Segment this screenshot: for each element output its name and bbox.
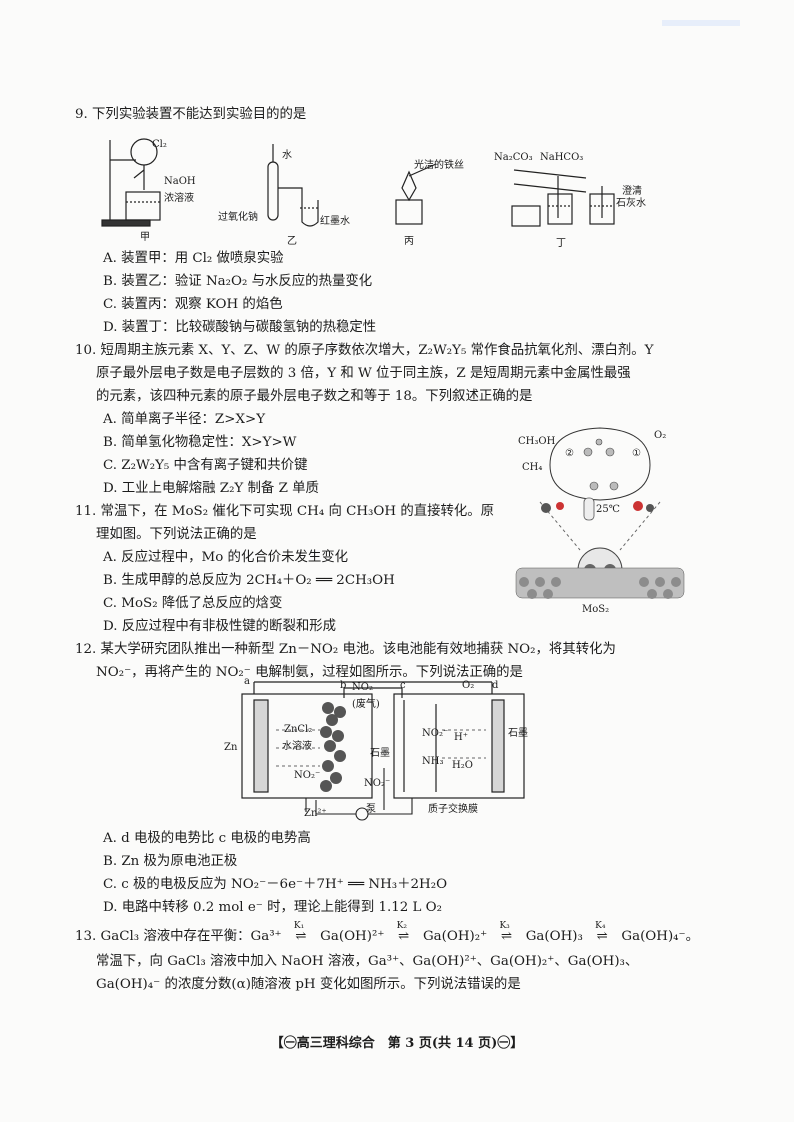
q9-caption-yi: 乙: [287, 236, 297, 247]
q12-label-zn2plus: Zn²⁺: [304, 808, 327, 819]
q11-label-temp: 25℃: [596, 504, 620, 515]
q12-label-h2o: H₂O: [452, 760, 473, 771]
q11-option-b: B. 生成甲醇的总反应为 2CH₄＋O₂ ══ 2CH₃OH: [103, 573, 395, 588]
q9-label-na2co3: Na₂CO₃: [494, 152, 533, 163]
q12-label-nh3: NH₃: [422, 756, 444, 767]
q9-caption-bing: 丙: [404, 236, 414, 247]
q9-label-limewater-2: 石灰水: [616, 198, 646, 209]
q11-option-a: A. 反应过程中，Mo 的化合价未发生变化: [103, 550, 349, 565]
q13-constant-k2: K₂: [396, 921, 408, 931]
q9-apparatus-figure: [101, 138, 615, 227]
q13-species-2: Ga(OH)₂⁺: [422, 929, 488, 944]
q12-stem-line-1: 12. 某大学研究团队推出一种新型 Zn－NO₂ 电池。该电池能有效地捕获 NO…: [75, 642, 616, 657]
q10-option-a: A. 简单离子半径：Z>X>Y: [103, 412, 266, 427]
q11-stem-line-2: 理如图。下列说法正确的是: [96, 527, 257, 542]
q13-species-4: Ga(OH)₄⁻。: [621, 929, 700, 944]
q11-label-ch3oh: CH₃OH: [518, 436, 556, 447]
q11-stem-line-1: 11. 常温下，在 MoS₂ 催化下可实现 CH₄ 向 CH₃OH 的直接转化。…: [75, 504, 495, 519]
q9-caption-ding: 丁: [556, 238, 566, 249]
q12-label-no2m-2: NO₂⁻: [364, 778, 391, 789]
q9-caption-jia: 甲: [140, 232, 150, 243]
q12-option-b: B. Zn 极为原电池正极: [103, 854, 238, 869]
page-footer: 【㊀高三理科综合 第 3 页(共 14 页)㊀】: [270, 1036, 524, 1051]
q12-label-a: a: [244, 676, 250, 687]
q9-label-naoh-2: 浓溶液: [164, 193, 194, 204]
q11-mechanism-figure: [515, 427, 685, 599]
q12-stem-line-2: NO₂⁻，再将产生的 NO₂⁻ 电解制氨，过程如图所示。下列说法正确的是: [96, 665, 523, 680]
q9-label-red-ink: 红墨水: [320, 216, 350, 227]
q9-stem: 9. 下列实验装置不能达到实验目的的是: [75, 107, 307, 122]
q11-label-step-2: ②: [565, 448, 574, 459]
q11-option-d: D. 反应过程中有非极性键的断裂和形成: [103, 619, 337, 634]
q12-label-c: c: [400, 680, 406, 691]
q9-label-peroxide: 过氧化钠: [218, 212, 258, 223]
q9-label-nahco3: NaHCO₃: [540, 152, 584, 163]
apparatus-yi: [267, 144, 320, 227]
q12-label-pump: 泵: [366, 804, 376, 815]
q12-label-b: b: [340, 680, 347, 691]
q12-label-graphite-right: 石墨: [508, 728, 528, 739]
q9-label-limewater-1: 澄清: [622, 186, 642, 197]
q9-option-b: B. 装置乙：验证 Na₂O₂ 与水反应的热量变化: [103, 274, 373, 289]
q13-line-2: 常温下，向 GaCl₃ 溶液中加入 NaOH 溶液，Ga³⁺、Ga(OH)²⁺、…: [96, 954, 639, 969]
q12-label-o2: O₂: [462, 680, 475, 691]
q13-constant-k4: K₄: [595, 921, 606, 931]
q12-label-graphite-left: 石墨: [370, 748, 390, 759]
q11-label-mos2: MoS₂: [582, 604, 610, 615]
q13-constant-k1: K₁: [293, 921, 305, 931]
q12-label-no2m-3: NO₂⁻: [422, 728, 449, 739]
q13-arrow-k3: K₃⇌: [491, 921, 521, 946]
q10-stem-line-1: 10. 短周期主族元素 X、Y、Z、W 的原子序数依次增大，Z₂W₂Y₅ 常作食…: [75, 343, 654, 358]
q9-label-water: 水: [282, 150, 292, 161]
q13-line-3: Ga(OH)₄⁻ 的浓度分数(α)随溶液 pH 变化如图所示。下列说法错误的是: [96, 977, 521, 992]
q12-label-zn: Zn: [224, 742, 238, 753]
q12-label-zncl2-2: 水溶液: [282, 741, 312, 752]
q9-label-naoh-1: NaOH: [164, 176, 196, 187]
q12-label-no2-in: NO₂: [352, 682, 373, 693]
q10-stem-line-2: 原子最外层电子数是电子层数的 3 倍，Y 和 W 位于同主族，Z 是短周期元素中…: [96, 366, 631, 381]
q12-label-hplus: H⁺: [454, 732, 468, 743]
q11-label-step-1: ①: [632, 448, 641, 459]
q13-line-1: 13. GaCl₃ 溶液中存在平衡：Ga³⁺ K₁⇌ Ga(OH)²⁺ K₂⇌ …: [75, 921, 700, 946]
q13-constant-k3: K₃: [499, 921, 510, 931]
q12-label-membrane: 质子交换膜: [428, 804, 478, 815]
q11-label-o2: O₂: [654, 430, 667, 441]
q12-option-d: D. 电路中转移 0.2 mol e⁻ 时，理论上能得到 1.12 L O₂: [103, 900, 443, 915]
apparatus-jia: [101, 138, 161, 227]
q9-option-d: D. 装置丁：比较碳酸钠与碳酸氢钠的热稳定性: [103, 320, 377, 335]
q12-option-c: C. c 极的电极反应为 NO₂⁻－6e⁻＋7H⁺ ══ NH₃＋2H₂O: [103, 877, 448, 892]
q12-label-no2m-1: NO₂⁻: [294, 770, 321, 781]
q12-label-waste-gas: (废气): [352, 699, 380, 710]
q11-option-c: C. MoS₂ 降低了总反应的焓变: [103, 596, 283, 611]
q10-option-c: C. Z₂W₂Y₅ 中含有离子键和共价键: [103, 458, 308, 473]
q13-species-1: Ga(OH)²⁺: [320, 929, 385, 944]
q12-label-zncl2-1: ZnCl₂: [284, 724, 313, 735]
molecule-icons: [541, 501, 654, 513]
apparatus-ding: [511, 169, 615, 227]
q10-stem-line-3: 的元素，该四种元素的原子最外层电子数之和等于 18。下列叙述正确的是: [96, 389, 533, 404]
q13-arrow-k4: K₄⇌: [587, 921, 617, 946]
q9-label-wire: 光洁的铁丝: [414, 160, 464, 171]
q13-species-3: Ga(OH)₃: [525, 929, 583, 944]
q10-option-b: B. 简单氢化物稳定性：X>Y>W: [103, 435, 297, 450]
q9-option-c: C. 装置丙：观察 KOH 的焰色: [103, 297, 283, 312]
q10-option-d: D. 工业上电解熔融 Z₂Y 制备 Z 单质: [103, 481, 319, 496]
q12-cell-figure: [241, 681, 525, 821]
top-corner-mark: [662, 20, 740, 26]
apparatus-bing: [395, 163, 437, 225]
q13-prefix: 13. GaCl₃ 溶液中存在平衡：Ga³⁺: [75, 929, 282, 944]
q13-arrow-k2: K₂⇌: [389, 921, 419, 946]
q13-arrow-k1: K₁⇌: [286, 921, 316, 946]
q9-label-cl2: Cl₂: [152, 139, 167, 150]
q12-label-d: d: [492, 680, 499, 691]
q12-option-a: A. d 电极的电势比 c 电极的电势高: [103, 831, 311, 846]
q11-label-ch4: CH₄: [522, 462, 543, 473]
q9-option-a: A. 装置甲：用 Cl₂ 做喷泉实验: [103, 251, 284, 266]
